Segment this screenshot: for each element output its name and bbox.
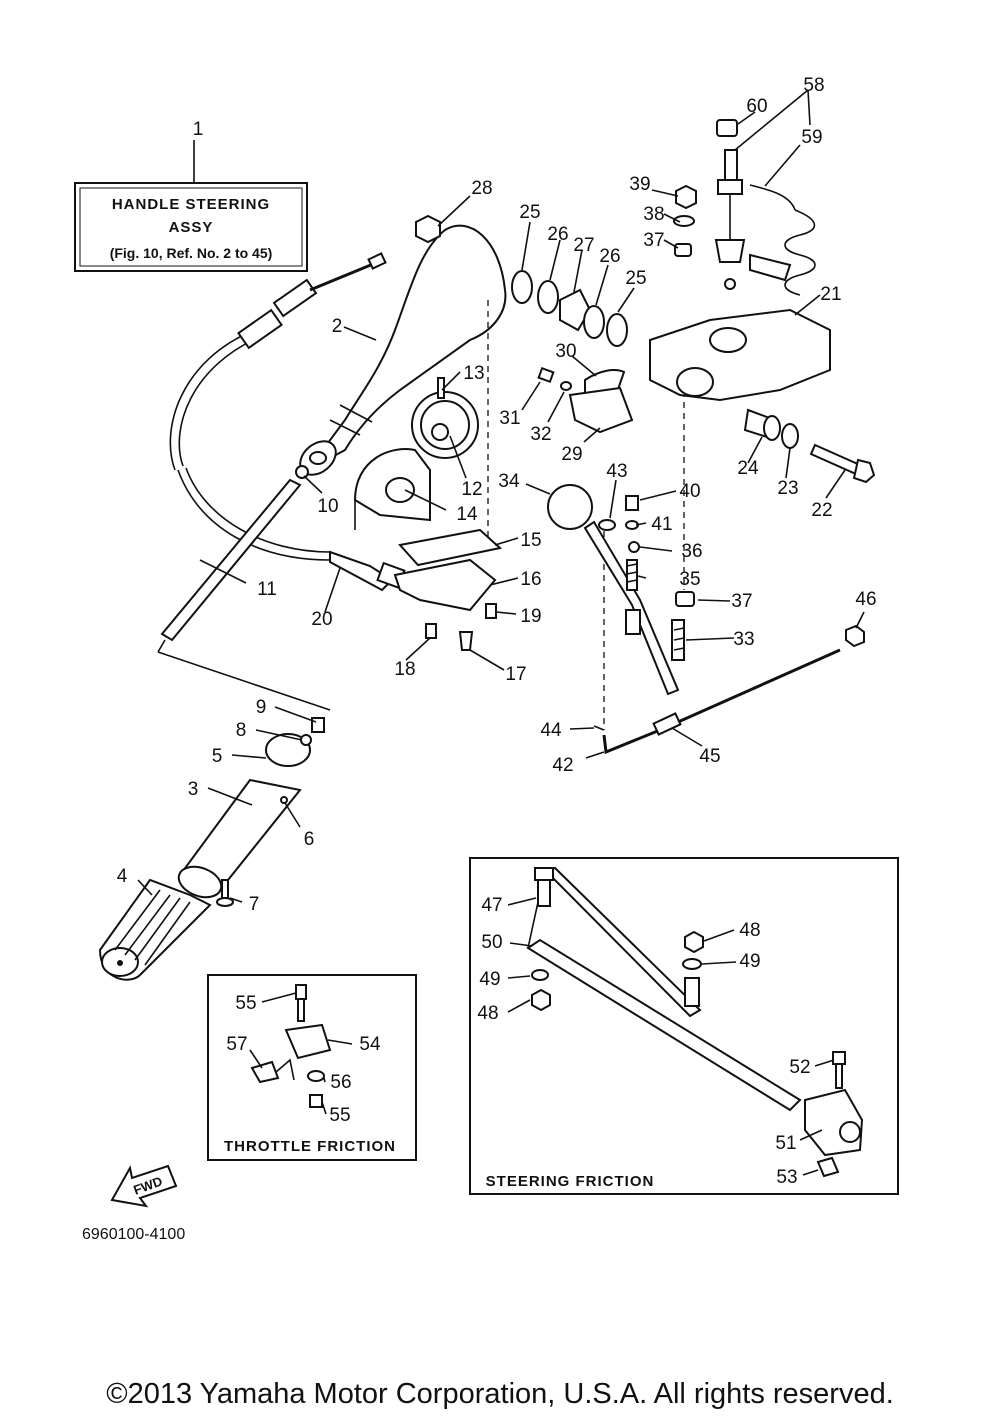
- stop-switch-assembly: [714, 119, 816, 296]
- shift-lever: [547, 484, 685, 696]
- callout-10: 10: [317, 496, 338, 517]
- throttle-cover: [353, 448, 431, 522]
- callout-54: 54: [359, 1034, 381, 1055]
- callout-56: 56: [330, 1072, 351, 1093]
- callout-21: 21: [820, 284, 841, 305]
- callout-48b: 48: [477, 1003, 498, 1024]
- throttle-shaft: [160, 478, 302, 642]
- callout-28: 28: [471, 178, 492, 199]
- callout-42: 42: [552, 755, 573, 776]
- callout-33: 33: [733, 629, 754, 650]
- callout-45: 45: [699, 746, 720, 767]
- callout-30: 30: [555, 341, 576, 362]
- part-28-nut: [415, 214, 441, 244]
- callout-29: 29: [561, 444, 582, 465]
- stopper-nuts-37-39: [673, 184, 697, 607]
- callout-1: 1: [193, 119, 204, 140]
- throttle-grip-assembly: [98, 717, 325, 981]
- callout-numbers: 1 2 3 4 5 6 7 8 9 10 11 12 13 14 15 16 1…: [117, 75, 877, 1188]
- callout-58: 58: [803, 75, 824, 96]
- callout-17: 17: [505, 664, 526, 685]
- callout-48a: 48: [739, 920, 760, 941]
- handle-steering-ref-box: HANDLE STEERING ASSY (Fig. 10, Ref. No. …: [74, 182, 308, 272]
- callout-15: 15: [520, 530, 541, 551]
- callout-12: 12: [461, 479, 482, 500]
- callout-39: 39: [629, 174, 650, 195]
- callout-25b: 25: [625, 268, 646, 289]
- callout-31: 31: [499, 408, 520, 429]
- callout-50: 50: [481, 932, 502, 953]
- callout-22: 22: [811, 500, 832, 521]
- callout-41: 41: [651, 514, 672, 535]
- callout-18: 18: [394, 659, 415, 680]
- friction-plates-29-30: [537, 366, 634, 434]
- ref-box-line2: ASSY: [169, 219, 214, 236]
- callout-11: 11: [257, 579, 277, 600]
- callout-32: 32: [530, 424, 551, 445]
- callout-3: 3: [188, 779, 199, 800]
- throttle-cable: [169, 252, 406, 592]
- callout-19: 19: [520, 606, 541, 627]
- callout-8: 8: [236, 720, 247, 741]
- callout-35: 35: [679, 569, 700, 590]
- callout-6: 6: [304, 829, 315, 850]
- callout-52: 52: [789, 1057, 810, 1078]
- copyright-notice: ©2013 Yamaha Motor Corporation, U.S.A. A…: [106, 1378, 894, 1410]
- leader-lines: [137, 89, 865, 1176]
- callout-37b: 37: [731, 591, 752, 612]
- callout-47: 47: [481, 895, 502, 916]
- callout-51: 51: [775, 1133, 796, 1154]
- throttle-plates: [393, 528, 503, 651]
- steering-friction-title: STEERING FRICTION: [486, 1173, 655, 1190]
- fwd-arrow-icon: FWD: [110, 1164, 178, 1208]
- callout-55b: 55: [329, 1105, 350, 1126]
- callout-53: 53: [776, 1167, 797, 1188]
- throttle-friction-title: THROTTLE FRICTION: [224, 1138, 396, 1155]
- steering-friction-box: STEERING FRICTION: [469, 857, 899, 1195]
- callout-38: 38: [643, 204, 664, 225]
- callout-40: 40: [679, 481, 700, 502]
- throttle-friction-box: THROTTLE FRICTION: [207, 974, 417, 1161]
- callout-25a: 25: [519, 202, 540, 223]
- callout-46: 46: [855, 589, 876, 610]
- steering-handle-bracket: [299, 224, 507, 476]
- part-10-nut: [295, 465, 309, 479]
- callout-57: 57: [226, 1034, 247, 1055]
- callout-5: 5: [212, 746, 223, 767]
- callout-49b: 49: [479, 969, 500, 990]
- friction-washers: [511, 270, 628, 347]
- callout-9: 9: [256, 697, 267, 718]
- callout-36: 36: [681, 541, 702, 562]
- callout-55a: 55: [235, 993, 256, 1014]
- throttle-gear: [411, 377, 479, 459]
- steering-bracket: [649, 308, 831, 402]
- callout-49a: 49: [739, 951, 760, 972]
- callout-60: 60: [746, 96, 767, 117]
- shift-link-rod: [593, 624, 865, 755]
- callout-4: 4: [117, 866, 128, 887]
- callout-20: 20: [311, 609, 332, 630]
- callout-23: 23: [777, 478, 798, 499]
- callout-59: 59: [801, 127, 822, 148]
- callout-14: 14: [456, 504, 478, 525]
- callout-2: 2: [332, 316, 343, 337]
- callout-44: 44: [540, 720, 562, 741]
- callout-34: 34: [498, 471, 520, 492]
- callout-27: 27: [573, 235, 594, 256]
- callout-24: 24: [737, 458, 759, 479]
- ref-box-line1: HANDLE STEERING: [112, 196, 270, 213]
- callout-43: 43: [606, 461, 627, 482]
- callout-7: 7: [249, 894, 260, 915]
- callout-13: 13: [463, 363, 484, 384]
- callout-26b: 26: [599, 246, 620, 267]
- callout-26a: 26: [547, 224, 568, 245]
- ref-box-line3: (Fig. 10, Ref. No. 2 to 45): [110, 245, 273, 261]
- diagram-code: 6960100-4100: [82, 1226, 186, 1243]
- callout-37a: 37: [643, 230, 664, 251]
- callout-16: 16: [520, 569, 541, 590]
- pivot-bolt-22-24: [743, 408, 876, 484]
